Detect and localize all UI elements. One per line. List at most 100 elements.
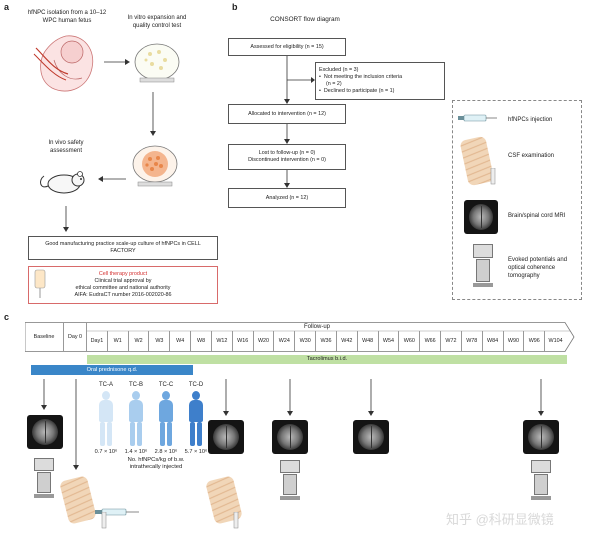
assessed-text: Assessed for eligibility (n = 15) bbox=[250, 43, 324, 50]
person-figure-icon bbox=[96, 391, 116, 447]
baseline-label: Baseline bbox=[33, 334, 55, 340]
fetus-illustration bbox=[33, 35, 94, 92]
analyzed-box: Analyzed (n = 12) bbox=[228, 188, 346, 208]
evoked-device-w24 bbox=[274, 460, 306, 504]
product-title: Cell therapy product bbox=[98, 271, 148, 277]
excluded-reason-1b: (n = 2) bbox=[326, 81, 342, 87]
timepoint-cell: W66 bbox=[420, 331, 442, 351]
evoked-device-w96 bbox=[525, 460, 557, 504]
timepoint-cell: W3 bbox=[149, 331, 171, 351]
timepoint-cell: W72 bbox=[441, 331, 462, 351]
expansion-caption-1: In vitro expansion and bbox=[127, 15, 187, 21]
safety-caption-2: assessment bbox=[49, 148, 82, 154]
arrow-right-icon bbox=[104, 59, 130, 65]
expanded-culture-icon bbox=[132, 145, 178, 187]
gmp-text-2: FACTORY bbox=[110, 248, 136, 254]
baseline-cell: Baseline bbox=[25, 322, 64, 352]
arrow-left-icon bbox=[98, 176, 126, 182]
timepoint-cell: W104 bbox=[548, 338, 563, 344]
excluded-reason-2: • Declined to participate (n = 1) bbox=[319, 88, 395, 94]
tacrolimus-bar: Tacrolimus b.i.d. bbox=[87, 355, 567, 364]
gmp-box: Good manufacturing practice scale-up cul… bbox=[28, 236, 218, 260]
day0-label: Day 0 bbox=[67, 334, 83, 340]
legend-mri: Brain/spinal cord MRI bbox=[508, 213, 566, 219]
timepoint-cell: W48 bbox=[358, 331, 379, 351]
excluded-reason-1a: • Not meeting the inclusion criteria bbox=[319, 74, 403, 80]
cohort-name: TC-A bbox=[99, 382, 113, 388]
timepoint-cell: W1 bbox=[108, 331, 129, 351]
legend-box bbox=[452, 100, 582, 300]
expansion-caption-2: quality control test bbox=[132, 23, 182, 29]
person-figure-icon bbox=[186, 391, 206, 447]
timepoint-cell: W90 bbox=[504, 331, 525, 351]
iv-bag-icon bbox=[34, 269, 46, 298]
timepoint-cell: W42 bbox=[337, 331, 358, 351]
cohort-dose: 5.7 × 10⁶ bbox=[184, 449, 208, 455]
cell-therapy-product-box: Cell therapy product Clinical trial appr… bbox=[28, 266, 218, 304]
timepoint-cell: W30 bbox=[295, 331, 317, 351]
tube-w12-icon bbox=[233, 512, 239, 529]
product-approval-1: Clinical trial approval by bbox=[94, 278, 152, 284]
assessed-box: Assessed for eligibility (n = 15) bbox=[228, 38, 346, 56]
tube-icon bbox=[490, 168, 496, 185]
timepoint-cell: W20 bbox=[254, 331, 275, 351]
culture-dish-icon bbox=[134, 43, 180, 83]
analyzed-text: Analyzed (n = 12) bbox=[265, 194, 309, 201]
arrow-down-icon bbox=[63, 206, 69, 232]
timepoint-cell: W2 bbox=[129, 331, 150, 351]
cohort-dose: 0.7 × 10⁶ bbox=[94, 449, 118, 455]
mri-w48 bbox=[353, 420, 389, 454]
timepoint-cell: W4 bbox=[170, 331, 192, 351]
legend-injection: hfNPCs injection bbox=[508, 117, 553, 123]
legend-evoked-3: tomography bbox=[508, 273, 540, 279]
timepoint-cell: W8 bbox=[191, 331, 212, 351]
prednisone-bar: Oral prednisone q.d. bbox=[31, 365, 193, 375]
excluded-text: Excluded (n = 3) bbox=[319, 67, 359, 73]
timepoint-cell: W36 bbox=[316, 331, 337, 351]
mouse-icon bbox=[40, 171, 85, 194]
product-approval-2: ethical committee and national authority bbox=[75, 285, 171, 291]
product-eudract: AIFA: EudraCT number 2016-002020-86 bbox=[74, 292, 172, 298]
timepoint-cell: W60 bbox=[399, 331, 421, 351]
mri-w96 bbox=[523, 420, 559, 454]
syringe-day0-icon bbox=[95, 508, 139, 516]
day0-cell: Day 0 bbox=[64, 322, 87, 352]
tacrolimus-label: Tacrolimus b.i.d. bbox=[306, 356, 348, 362]
timepoint-cell: Day1 bbox=[87, 331, 108, 351]
timeline-arrow bbox=[25, 322, 575, 352]
arrow-down-icon bbox=[150, 92, 156, 136]
legend-evoked-2: optical coherence bbox=[508, 265, 556, 271]
tube-day0-icon bbox=[101, 512, 107, 529]
consort-connectors bbox=[284, 56, 315, 188]
safety-caption-1: In vivo safety bbox=[48, 140, 84, 146]
dose-caption-2: intrathecally injected bbox=[129, 464, 183, 470]
timepoint-cell: W16 bbox=[233, 331, 254, 351]
timepoint-cell: W24 bbox=[274, 331, 296, 351]
dose-caption-1: No. hfNPCs/kg of b.w. bbox=[127, 457, 185, 463]
legend-mri-icon bbox=[464, 200, 498, 234]
timeline-guide-arrows bbox=[41, 379, 544, 470]
legend-csf: CSF examination bbox=[508, 153, 555, 159]
cohort-name: TC-B bbox=[129, 382, 143, 388]
excluded-box: Excluded (n = 3) • Not meeting the inclu… bbox=[315, 62, 445, 100]
prednisone-label: Oral prednisone q.d. bbox=[86, 367, 138, 373]
watermark: 知乎 @科研显微镜 bbox=[446, 512, 554, 527]
syringe-icon bbox=[458, 114, 497, 122]
timepoint-cell: W84 bbox=[483, 331, 504, 351]
discontinued-text: Discontinued intervention (n = 0) bbox=[248, 157, 326, 163]
cohort-dose: 2.8 × 10⁶ bbox=[154, 449, 178, 455]
person-figure-icon bbox=[156, 391, 176, 447]
evoked-device-icon bbox=[466, 244, 500, 292]
isolation-caption-2: WPC human fetus bbox=[42, 18, 92, 24]
gmp-text-1: Good manufacturing practice scale-up cul… bbox=[45, 241, 201, 247]
panel-b-label: b bbox=[232, 2, 238, 12]
person-figure-icon bbox=[126, 391, 146, 447]
followup-label: Follow-up bbox=[303, 324, 330, 330]
lost-text: Lost to follow-up (n = 0) bbox=[258, 150, 316, 156]
cohort-name: TC-C bbox=[158, 382, 174, 388]
timepoint-cell: W12 bbox=[212, 331, 233, 351]
timepoint-cell: W96 bbox=[524, 331, 546, 351]
mri-baseline bbox=[27, 415, 63, 449]
isolation-caption-1: hfNPC isolation from a 10–12 bbox=[27, 10, 107, 16]
timepoint-cell: W54 bbox=[379, 331, 400, 351]
